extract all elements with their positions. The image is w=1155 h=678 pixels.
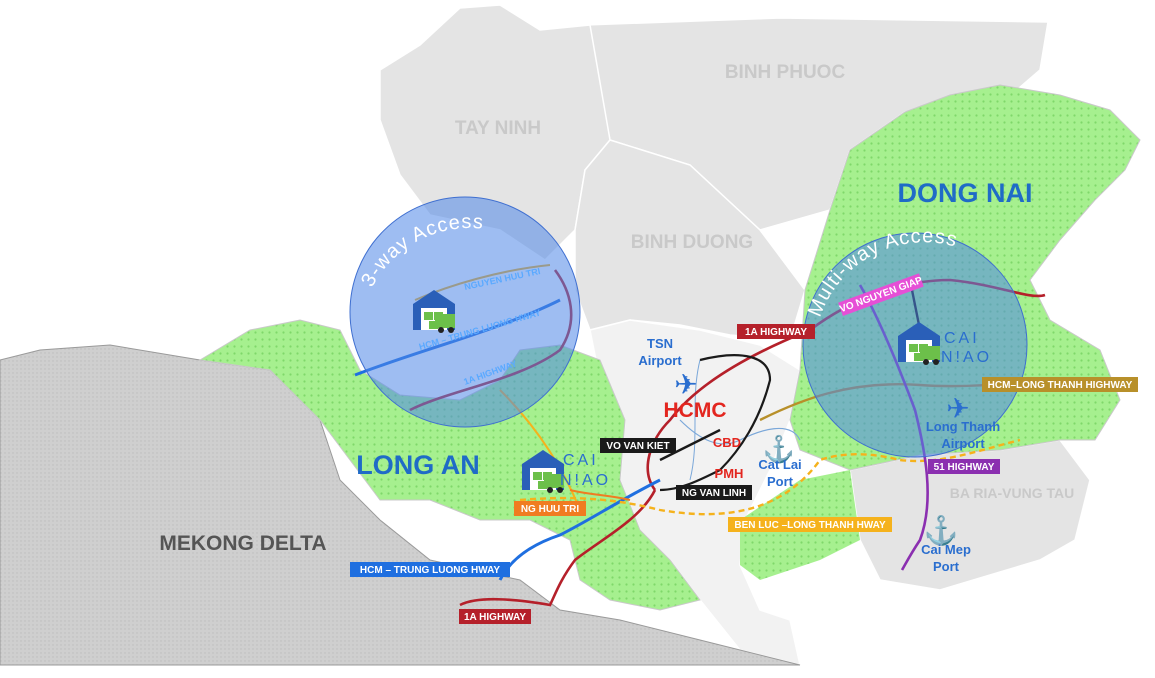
ben-luc-long-thanh-road [519, 438, 1021, 516]
svg-text:N!AO: N!AO [560, 472, 611, 489]
road-tag-1a-top: 1A HIGHWAY [737, 324, 815, 339]
road-tag-51-highway: 51 HIGHWAY [928, 459, 1000, 474]
svg-text:N!AO: N!AO [941, 349, 992, 366]
svg-text:CAI: CAI [563, 452, 599, 469]
road-tag-hcm-long-thanh: HCM–LONG THANH HIGHWAY [982, 377, 1138, 392]
road-tag-ng-van-linh: NG VAN LINH [676, 485, 752, 500]
pmh-label: PMH [715, 466, 744, 481]
warehouse-truck-icon [413, 290, 455, 333]
svg-text:HCM–LONG THANH HIGHWAY: HCM–LONG THANH HIGHWAY [988, 380, 1133, 391]
cai-nhao-logo: CAI N!AO [560, 452, 611, 489]
river-line [689, 359, 701, 481]
vo-van-kiet-road [659, 428, 721, 462]
tay-ninh-label: TAY NINH [455, 118, 541, 139]
cat-lai-port-label-2: Port [767, 474, 794, 489]
tsn-airport-label-2: Airport [638, 353, 682, 368]
cbd-label: CBD [713, 435, 741, 450]
svg-text:VO VAN KIET: VO VAN KIET [606, 441, 669, 452]
svg-text:HCM – TRUNG LUONG HWAY: HCM – TRUNG LUONG HWAY [360, 565, 501, 576]
svg-text:1A HIGHWAY: 1A HIGHWAY [464, 612, 526, 623]
svg-text:1A HIGHWAY: 1A HIGHWAY [745, 327, 807, 338]
dong-nai-label: DONG NAI [898, 178, 1033, 208]
ng-huu-tri-road [569, 489, 631, 501]
svg-text:NG HUU TRI: NG HUU TRI [521, 504, 580, 515]
anchor-icon: ⚓ [763, 434, 795, 464]
svg-text:NG VAN LINH: NG VAN LINH [682, 488, 746, 499]
cai-mep-port-label-2: Port [933, 559, 960, 574]
binh-phuoc-label: BINH PHUOC [725, 62, 846, 83]
warehouse-truck-icon [522, 450, 564, 493]
binh-duong-label: BINH DUONG [631, 232, 753, 253]
svg-text:CAI: CAI [944, 330, 980, 347]
long-thanh-airport-label-1: Long Thanh [926, 419, 1000, 434]
long-an-label: LONG AN [356, 450, 480, 480]
road-tag-ng-huu-tri: NG HUU TRI [514, 501, 586, 516]
road-tag-vo-van-kiet: VO VAN KIET [600, 438, 676, 453]
ring-road-black [659, 354, 772, 492]
airplane-icon: ✈ [946, 393, 969, 424]
long-thanh-airport-label-2: Airport [941, 436, 985, 451]
cai-mep-port-label-1: Cai Mep [921, 542, 971, 557]
mekong-delta-region [0, 344, 801, 666]
anchor-icon: ⚓ [924, 514, 959, 547]
road-tag-1a-bottom: 1A HIGHWAY [459, 609, 531, 624]
ba-ria-vung-tau-label: BA RIA-VUNG TAU [950, 485, 1074, 501]
district-boundary [679, 419, 801, 445]
road-tag-ben-luc-long-thanh: BEN LUC –LONG THANH HWAY [728, 517, 892, 532]
three-way-access-circle [349, 196, 581, 428]
tsn-airport-label-1: TSN [647, 336, 673, 351]
svg-text:51 HIGHWAY: 51 HIGHWAY [934, 462, 995, 473]
svg-text:BEN LUC –LONG THANH HWAY: BEN LUC –LONG THANH HWAY [734, 520, 886, 531]
cai-nhao-logo: CAI N!AO [941, 330, 992, 366]
hcmc-label: HCMC [664, 399, 727, 422]
mekong-delta-label: MEKONG DELTA [159, 532, 326, 555]
road-tag-hcm-trung-luong: HCM – TRUNG LUONG HWAY [350, 562, 510, 577]
cat-lai-port-label-1: Cat Lai [758, 457, 801, 472]
airplane-icon: ✈ [674, 369, 697, 400]
warehouse-truck-icon [898, 322, 940, 365]
